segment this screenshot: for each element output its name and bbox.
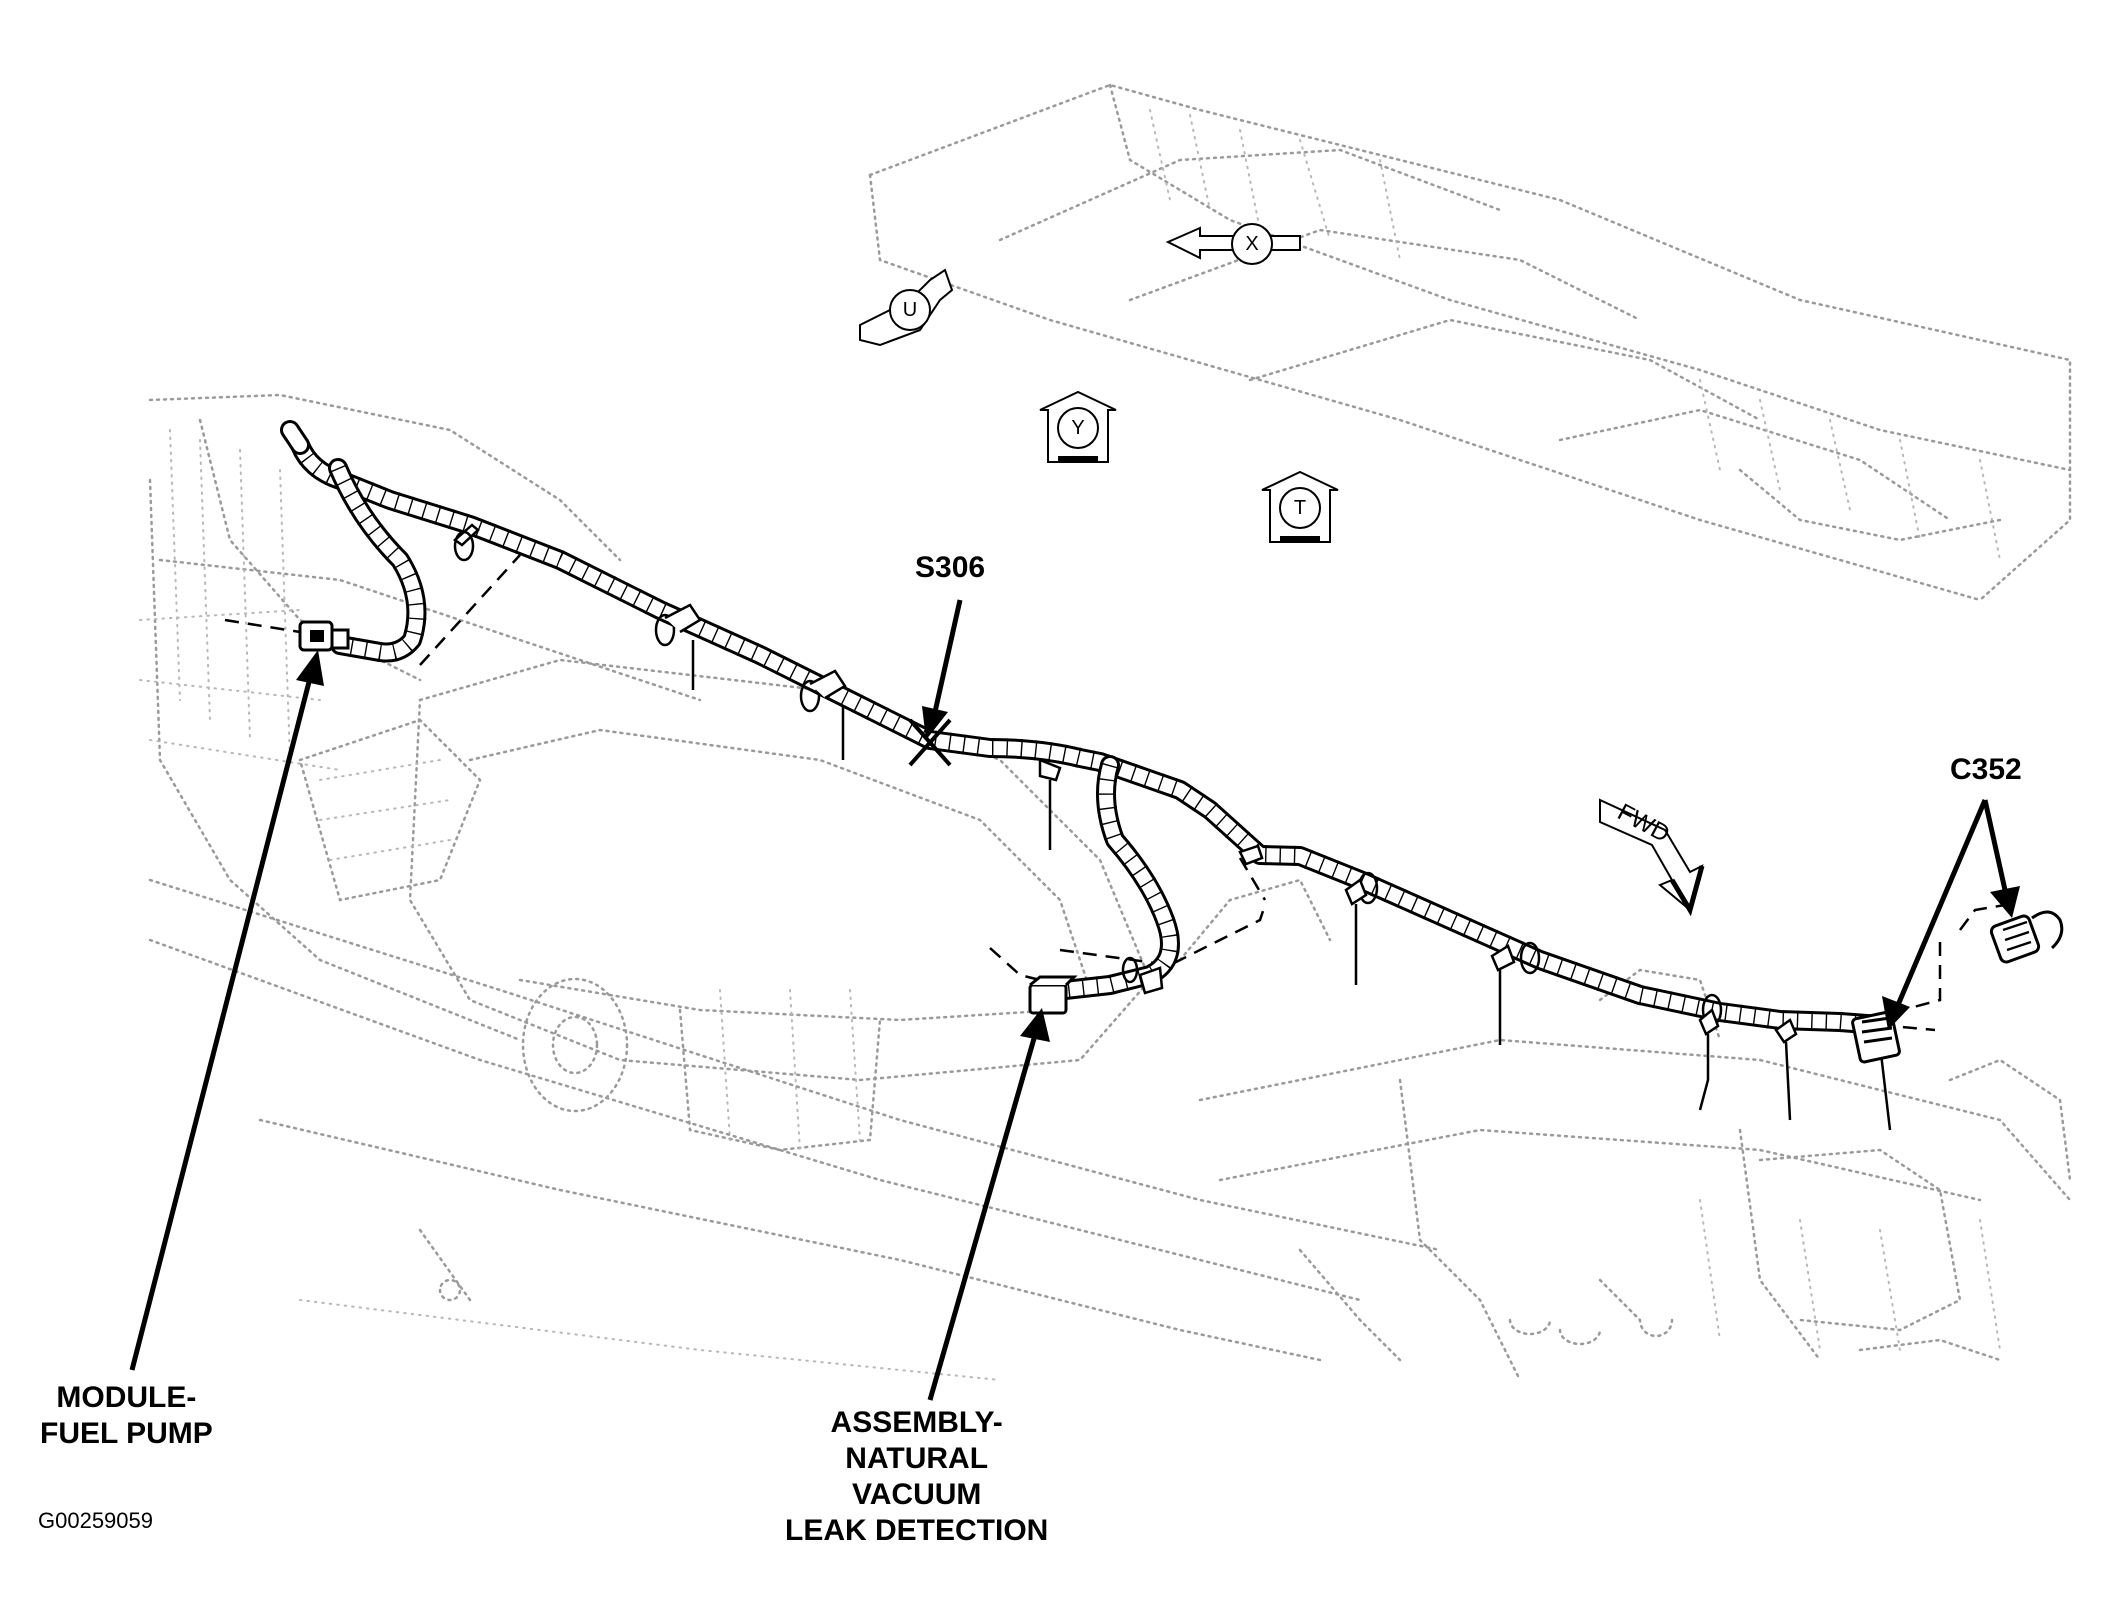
splice-mark-s306 [908, 718, 952, 767]
splice-s306-label: S306 [915, 551, 986, 584]
direction-marker-t: T [1261, 470, 1339, 543]
leak-detection-line-3: VACUUM [851, 1478, 982, 1511]
vehicle-background-art [139, 83, 2072, 1382]
leader-arrows [129, 599, 2020, 1401]
direction-u-label: U [903, 299, 917, 321]
direction-marker-u: U [859, 268, 954, 347]
direction-t-label: T [1294, 497, 1306, 519]
leak-detection-connector [1028, 975, 1078, 1015]
branch-wires [224, 554, 2006, 1032]
harness-clips [452, 523, 1892, 1131]
fuel-pump-module-label: MODULE- FUEL PUMP [40, 1380, 213, 1452]
direction-marker-y: Y [1039, 390, 1117, 463]
direction-x-label: X [1245, 233, 1258, 255]
fuel-pump-connector [298, 620, 350, 652]
connector-c352-label: C352 [1950, 753, 2022, 786]
leak-detection-line-1: ASSEMBLY- [830, 1406, 1003, 1439]
c352-mating-connector [1989, 910, 2064, 964]
wiring-harness [280, 420, 1890, 1035]
leak-detection-assembly-label: ASSEMBLY- NATURAL VACUUM LEAK DETECTION [785, 1405, 1048, 1549]
direction-marker-x: X [1165, 223, 1301, 265]
figure-code: G00259059 [38, 1508, 153, 1533]
forward-indicator: FWD [1599, 798, 1705, 917]
fuel-pump-module-line-1: MODULE- [56, 1381, 197, 1414]
fuel-pump-module-line-2: FUEL PUMP [40, 1417, 213, 1450]
direction-y-label: Y [1071, 417, 1084, 439]
connectors [298, 620, 2064, 1064]
leak-detection-line-2: NATURAL [845, 1442, 989, 1475]
leak-detection-line-4: LEAK DETECTION [785, 1514, 1049, 1547]
